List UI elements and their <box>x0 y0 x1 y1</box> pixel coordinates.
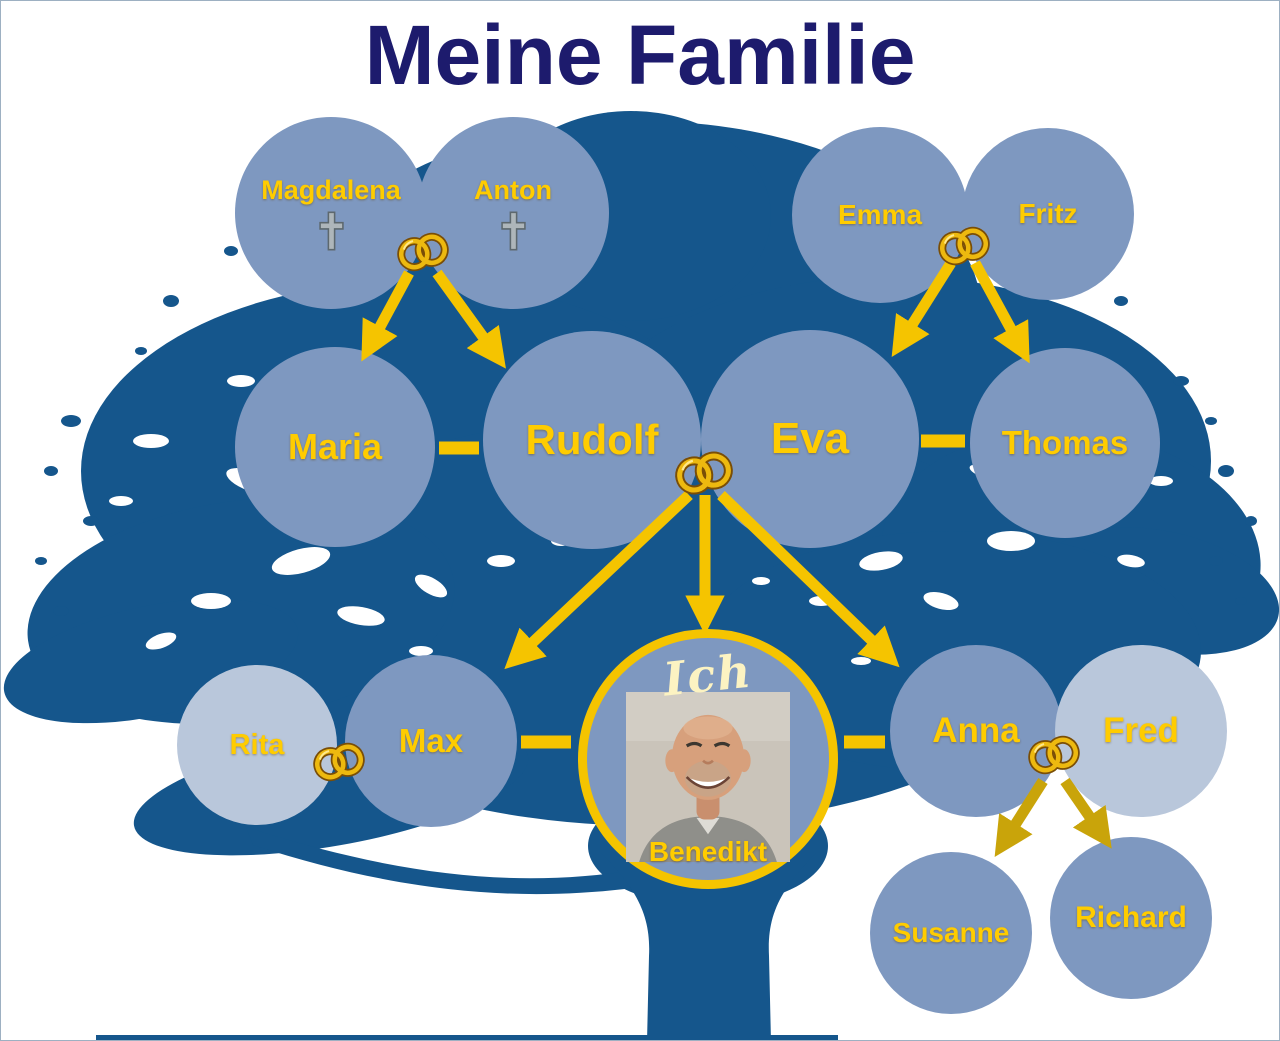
person-name: Max <box>398 722 464 759</box>
cross-icon <box>500 211 526 250</box>
wedding-rings-icon <box>938 226 990 266</box>
person-benedikt: Ich Benedikt <box>578 629 838 889</box>
person-name: Magdalena <box>261 174 401 205</box>
person-name: Emma <box>837 199 923 230</box>
person-richard: Richard <box>1050 837 1212 999</box>
person-name: Fritz <box>1018 198 1078 229</box>
person-name: Richard <box>1075 901 1187 934</box>
person-name: Anna <box>932 711 1020 750</box>
person-name: Fred <box>1103 711 1179 750</box>
page-title: Meine Familie <box>364 8 916 102</box>
person-rudolf: Rudolf <box>483 331 701 549</box>
portrait-photo <box>626 692 790 862</box>
person-name: Susanne <box>892 917 1010 948</box>
person-max: Max <box>345 655 517 827</box>
person-fritz: Fritz <box>962 128 1134 300</box>
person-name: Benedikt <box>648 836 768 867</box>
ground-line <box>96 1035 838 1040</box>
person-thomas: Thomas <box>970 348 1160 538</box>
tree-splatter <box>35 246 1257 616</box>
person-rita: Rita <box>177 665 337 825</box>
person-name: Maria <box>287 426 383 467</box>
person-name: Rudolf <box>525 416 659 463</box>
wedding-rings-icon <box>397 232 449 272</box>
wedding-rings-icon <box>675 451 733 495</box>
person-eva: Eva <box>701 330 919 548</box>
tree-trunk <box>601 853 816 1040</box>
person-emma: Emma <box>792 127 968 303</box>
person-name: Rita <box>229 728 285 761</box>
cross-icon <box>318 211 344 250</box>
person-maria: Maria <box>235 347 435 547</box>
person-name: Eva <box>770 414 850 463</box>
person-magdalena: Magdalena <box>235 117 427 309</box>
wedding-rings-icon <box>1028 735 1080 775</box>
person-name: Anton <box>474 174 552 205</box>
wedding-rings-icon <box>313 742 365 782</box>
person-name: Thomas <box>1001 424 1129 461</box>
person-anton: Anton <box>417 117 609 309</box>
stubble <box>685 760 731 797</box>
sweater <box>639 816 777 862</box>
me-annotation: Ich <box>660 643 756 707</box>
person-susanne: Susanne <box>870 852 1032 1014</box>
